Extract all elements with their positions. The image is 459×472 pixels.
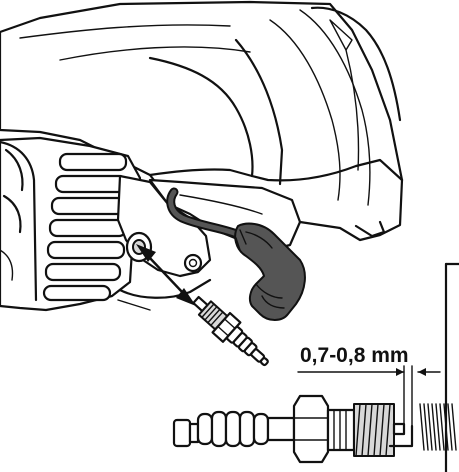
double-headed-arrow-icon bbox=[136, 244, 196, 306]
spark-plug-icon bbox=[192, 295, 269, 367]
engine-housing-icon bbox=[0, 0, 404, 252]
spark-plug-detail-icon bbox=[172, 394, 414, 464]
gap-dimension bbox=[297, 365, 441, 431]
cooling-fins bbox=[0, 136, 142, 312]
electrode-gap-label: 0,7-0,8 mm bbox=[300, 344, 409, 367]
feeler-gauge-icon bbox=[419, 403, 457, 451]
detail-callout-frame bbox=[444, 262, 459, 472]
ignition-cable-icon bbox=[166, 187, 306, 321]
